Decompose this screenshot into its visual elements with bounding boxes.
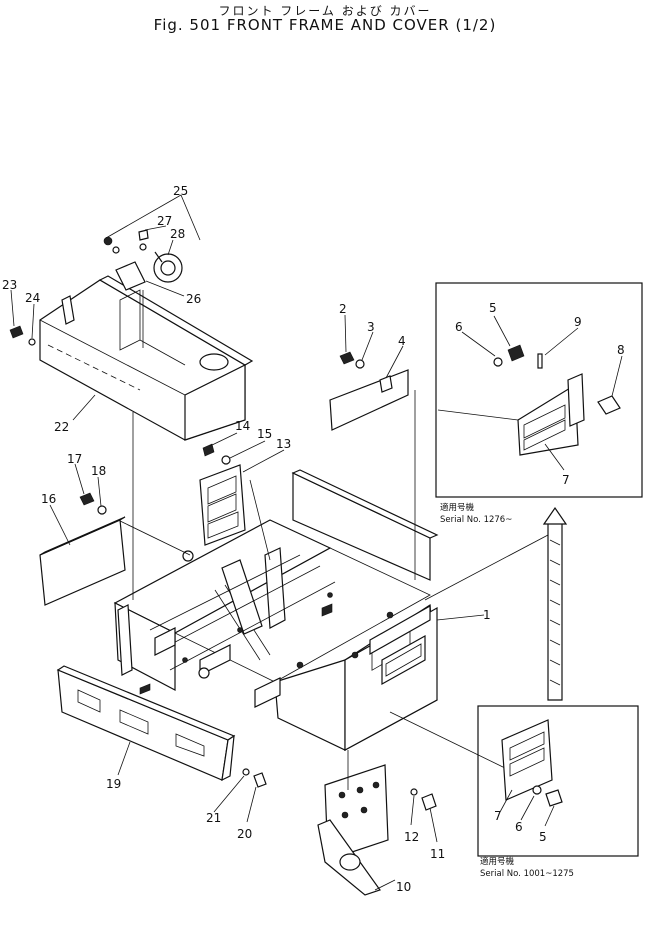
callout-4: 4	[398, 334, 406, 348]
inset-bottom-callout-7: 7	[494, 809, 502, 823]
callout-27: 27	[157, 214, 172, 228]
inset-top-callout-5: 5	[489, 301, 497, 315]
inset-top-applicability: 適用号機	[440, 502, 475, 513]
inset-bottom-callout-6: 6	[515, 820, 523, 834]
callout-23: 23	[2, 278, 17, 292]
inset-top-callout-7: 7	[562, 473, 570, 487]
callout-21: 21	[206, 811, 221, 825]
callout-18: 18	[91, 464, 106, 478]
callout-11: 11	[430, 847, 445, 861]
callout-20: 20	[237, 827, 252, 841]
inset-top-callout-9: 9	[574, 315, 582, 329]
callout-16: 16	[41, 492, 56, 506]
inset-top-labels: 5 6 7 8 9 適用号機 Serial No. 1276~	[440, 301, 625, 525]
side-plate-part	[329, 351, 409, 431]
inset-top	[435, 282, 643, 498]
inset-bottom-callout-5: 5	[539, 830, 547, 844]
callout-10: 10	[396, 880, 411, 894]
leader-lines	[10, 194, 485, 891]
top-cover-part	[39, 275, 254, 441]
mount-bracket-part	[317, 764, 437, 896]
callout-12: 12	[404, 830, 419, 844]
callout-22: 22	[54, 420, 69, 434]
louver-panel-part	[199, 443, 246, 546]
callout-25: 25	[173, 184, 188, 198]
washer-24	[28, 338, 36, 346]
callout-labels: 1 2 3 4 10 11 12 13 14 15 16 17 18 19 20…	[2, 184, 491, 894]
front-frame-part	[113, 469, 439, 752]
callout-2: 2	[339, 302, 347, 316]
title-japanese: フロント フレーム および カバー	[218, 4, 432, 18]
filler-cap-assembly	[103, 229, 183, 291]
callout-15: 15	[257, 427, 272, 441]
callout-1: 1	[483, 608, 491, 622]
callout-13: 13	[276, 437, 291, 451]
figure-title: Fig. 501 FRONT FRAME AND COVER (1/2)	[153, 16, 497, 34]
inset-bottom	[477, 705, 639, 857]
callout-24: 24	[25, 291, 40, 305]
front-guard-part	[56, 665, 267, 788]
bolt-23	[9, 325, 24, 339]
callout-17: 17	[67, 452, 82, 466]
callout-26: 26	[186, 292, 201, 306]
inset-bottom-labels: 5 6 7 適用号機 Serial No. 1001~1275	[480, 809, 574, 879]
alignment-lines	[117, 290, 549, 790]
inset-bottom-applicability: 適用号機	[480, 856, 515, 867]
callout-3: 3	[367, 320, 375, 334]
callout-28: 28	[170, 227, 185, 241]
inset-top-callout-8: 8	[617, 343, 625, 357]
callout-19: 19	[106, 777, 121, 791]
small-cover-part	[39, 492, 126, 606]
inset-top-serial: Serial No. 1276~	[440, 515, 512, 525]
callout-14: 14	[235, 419, 250, 433]
inset-bottom-serial: Serial No. 1001~1275	[480, 869, 574, 879]
direction-arrow	[542, 506, 568, 701]
inset-top-callout-6: 6	[455, 320, 463, 334]
